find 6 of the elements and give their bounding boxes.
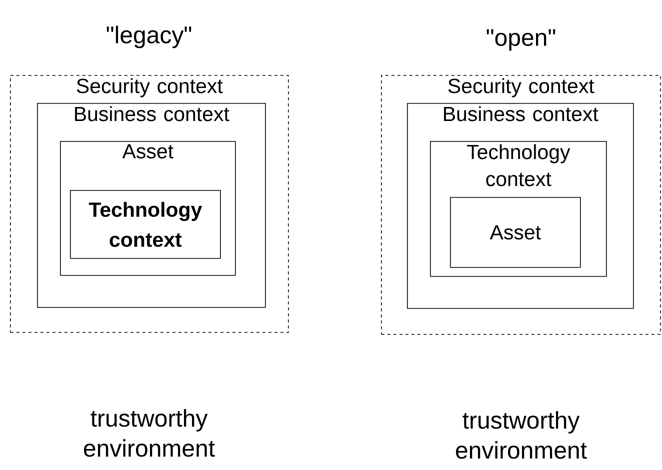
caption-label: trustworthy environment <box>456 411 587 459</box>
context-box: Technology context <box>70 190 221 259</box>
caption-label: "legacy" <box>106 26 192 48</box>
context-box: Asset <box>450 196 581 268</box>
caption-label: "open" <box>486 29 556 51</box>
caption-label: trustworthy environment <box>84 409 215 457</box>
